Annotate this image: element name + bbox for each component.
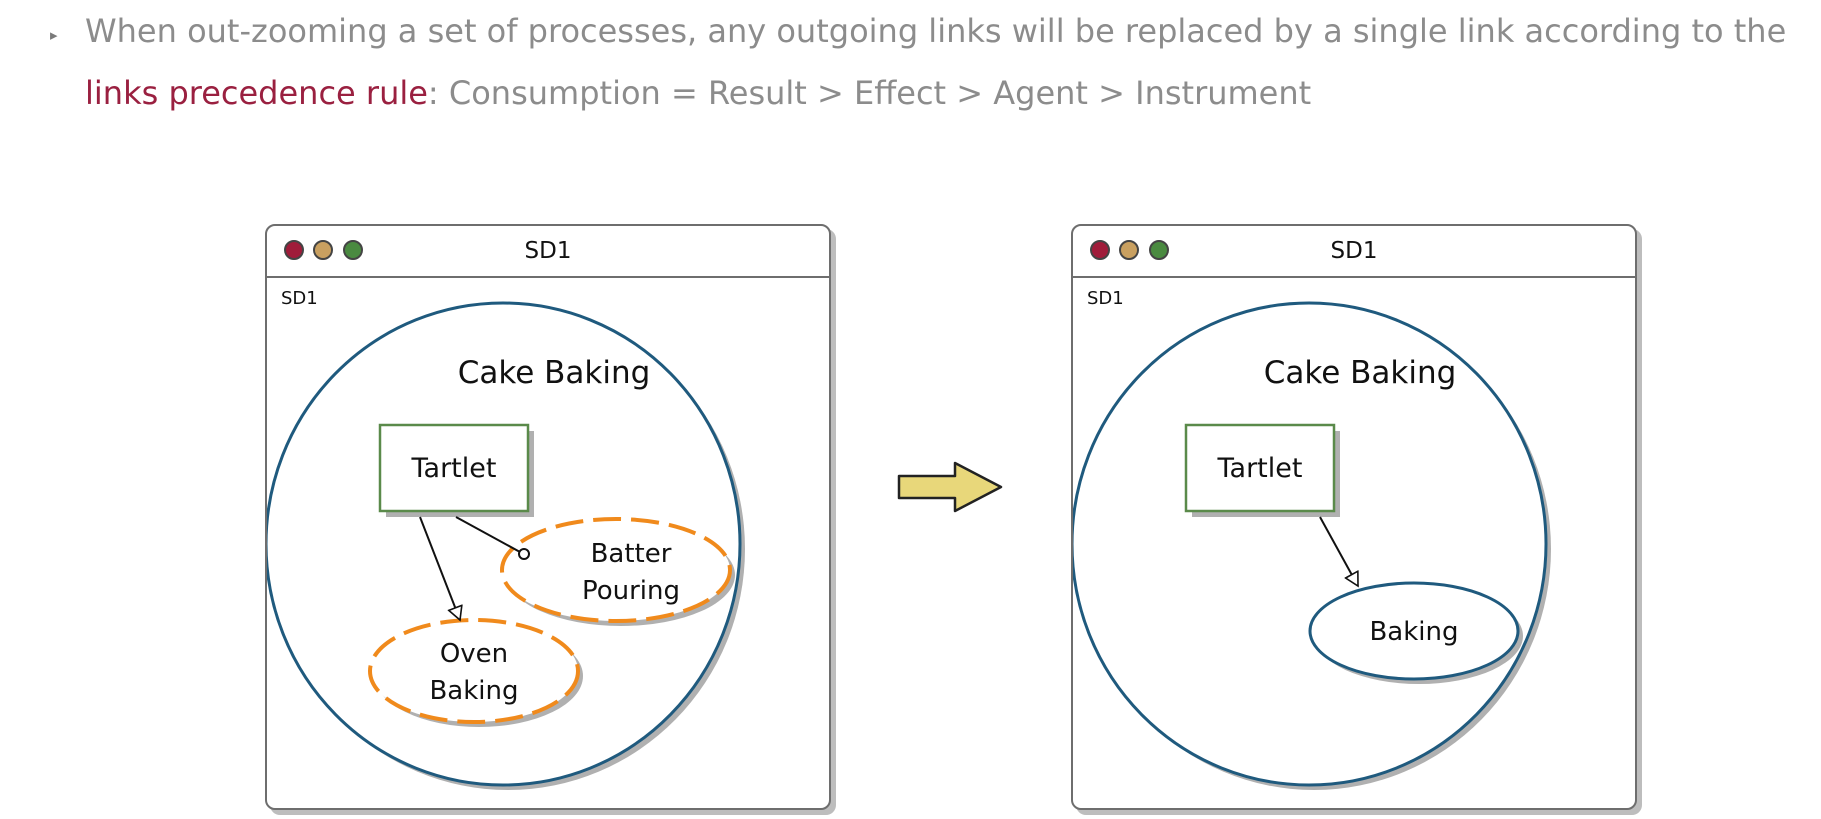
tartlet-object[interactable] bbox=[378, 423, 530, 513]
main-process-label: Cake Baking bbox=[1264, 355, 1457, 391]
process-a-label-line1: Batter bbox=[591, 539, 672, 569]
close-dot-icon[interactable] bbox=[284, 240, 304, 260]
bullet-marker-icon: ▸ bbox=[50, 26, 58, 44]
right-diagram-window: SD1 SD1 Cake Baking Tartlet Baking bbox=[1071, 224, 1637, 810]
precedence-order-text: : Consumption = Result > Effect > Agent … bbox=[427, 74, 1312, 112]
maximize-dot-icon[interactable] bbox=[343, 240, 363, 260]
process-b-label-line2: Baking bbox=[429, 676, 518, 706]
left-diagram-window: SD1 SD1 Cake Baking Tartlet Batter Pouri… bbox=[265, 224, 831, 810]
minimize-dot-icon[interactable] bbox=[1119, 240, 1139, 260]
object-label: Tartlet bbox=[1217, 453, 1303, 484]
process-b-label-line1: Oven bbox=[440, 639, 508, 669]
close-dot-icon[interactable] bbox=[1090, 240, 1110, 260]
right-diagram-canvas: Cake Baking Tartlet Baking bbox=[1073, 301, 1551, 790]
bullet-paragraph: ▸ When out-zooming a set of processes, a… bbox=[0, 0, 1821, 120]
window-title: SD1 bbox=[1330, 238, 1378, 264]
process-label: Baking bbox=[1369, 617, 1458, 647]
diagram-label: SD1 bbox=[281, 288, 318, 309]
baking-process[interactable] bbox=[1308, 581, 1520, 681]
process-a-label-line2: Pouring bbox=[582, 576, 680, 606]
bullet-line-1: When out-zooming a set of processes, any… bbox=[85, 12, 1787, 50]
main-process-label: Cake Baking bbox=[458, 355, 651, 391]
oven-baking-process[interactable] bbox=[368, 618, 580, 724]
window-titlebar: SD1 bbox=[267, 226, 829, 278]
instrument-link[interactable] bbox=[455, 516, 521, 553]
minimize-dot-icon[interactable] bbox=[313, 240, 333, 260]
window-titlebar: SD1 bbox=[1073, 226, 1635, 278]
tartlet-object[interactable] bbox=[1184, 423, 1336, 513]
bullet-line-2: links precedence rule: Consumption = Res… bbox=[85, 74, 1311, 112]
effect-link[interactable] bbox=[1319, 516, 1359, 586]
left-diagram-canvas: Cake Baking Tartlet Batter Pouring Oven … bbox=[267, 301, 745, 790]
links-precedence-rule-highlight: links precedence rule bbox=[85, 74, 428, 112]
batter-pouring-process[interactable] bbox=[500, 517, 732, 623]
instrument-link-end-icon bbox=[518, 548, 530, 560]
right-arrow-icon bbox=[897, 461, 1003, 513]
maximize-dot-icon[interactable] bbox=[1149, 240, 1169, 260]
window-title: SD1 bbox=[524, 238, 572, 264]
effect-link[interactable] bbox=[419, 516, 460, 620]
object-label: Tartlet bbox=[411, 453, 497, 484]
diagram-label: SD1 bbox=[1087, 288, 1124, 309]
